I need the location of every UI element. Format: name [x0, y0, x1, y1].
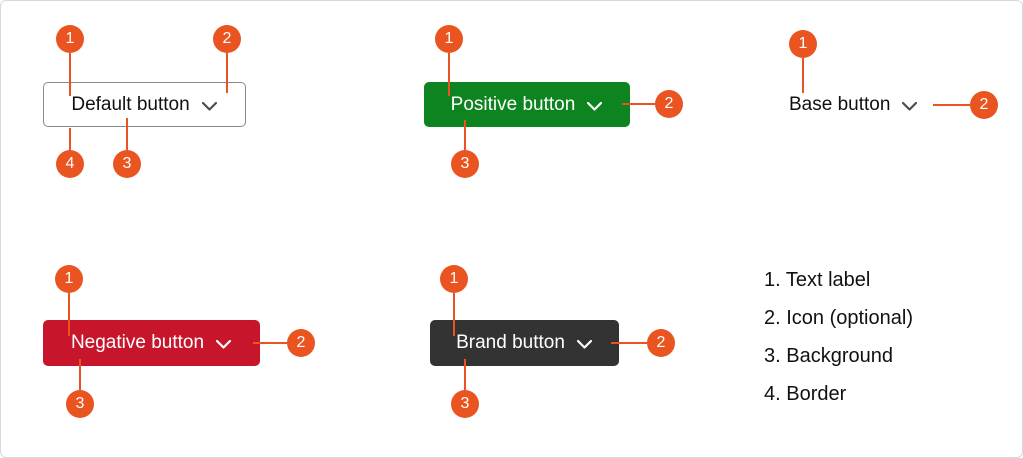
- callout-marker-1: 1: [55, 265, 83, 293]
- legend-item-icon: 2. Icon (optional): [764, 307, 913, 329]
- callout-line-2: [622, 103, 655, 105]
- default-button[interactable]: Default button: [43, 82, 246, 127]
- callout-marker-3: 3: [66, 390, 94, 418]
- callout-marker-2: 2: [970, 91, 998, 119]
- legend: 1. Text label 2. Icon (optional) 3. Back…: [764, 269, 913, 421]
- callout-line-1: [453, 293, 455, 336]
- legend-item-border: 4. Border: [764, 383, 847, 405]
- default-button-label: Default button: [71, 93, 190, 115]
- callout-line-3: [464, 359, 466, 390]
- callout-line-1: [69, 53, 71, 96]
- base-button-label: Base button: [789, 94, 891, 115]
- callout-marker-2: 2: [287, 329, 315, 357]
- chevron-down-icon: [576, 339, 593, 350]
- callout-line-2: [933, 104, 970, 106]
- chevron-down-icon: [201, 101, 218, 112]
- legend-item-background: 3. Background: [764, 345, 893, 367]
- callout-line-1: [802, 58, 804, 93]
- callout-line-2: [226, 53, 228, 93]
- positive-button-label: Positive button: [450, 93, 576, 115]
- callout-marker-1: 1: [435, 25, 463, 53]
- negative-button-label: Negative button: [70, 332, 205, 353]
- callout-marker-3: 3: [451, 150, 479, 178]
- negative-button[interactable]: Negative button: [43, 320, 260, 366]
- chevron-down-icon: [586, 101, 603, 112]
- callout-marker-2: 2: [647, 329, 675, 357]
- base-button[interactable]: Base button: [781, 84, 926, 126]
- brand-button-label: Brand button: [456, 332, 565, 353]
- legend-item-text-label: 1. Text label: [764, 269, 871, 291]
- callout-marker-3: 3: [113, 150, 141, 178]
- positive-button[interactable]: Positive button: [424, 82, 630, 127]
- chevron-down-icon: [901, 101, 918, 112]
- callout-line-1: [68, 293, 70, 336]
- callout-marker-1: 1: [56, 25, 84, 53]
- callout-line-2: [253, 342, 287, 344]
- callout-line-3: [79, 359, 81, 390]
- callout-marker-4: 4: [56, 150, 84, 178]
- callout-line-2: [611, 342, 647, 344]
- callout-line-3: [126, 118, 128, 150]
- callout-line-3: [464, 120, 466, 150]
- chevron-down-icon: [215, 339, 232, 350]
- callout-marker-2: 2: [655, 90, 683, 118]
- callout-marker-1: 1: [440, 265, 468, 293]
- callout-line-1: [448, 53, 450, 96]
- callout-line-4: [69, 128, 71, 150]
- callout-marker-2: 2: [213, 25, 241, 53]
- brand-button[interactable]: Brand button: [430, 320, 619, 366]
- callout-marker-3: 3: [451, 390, 479, 418]
- callout-marker-1: 1: [789, 30, 817, 58]
